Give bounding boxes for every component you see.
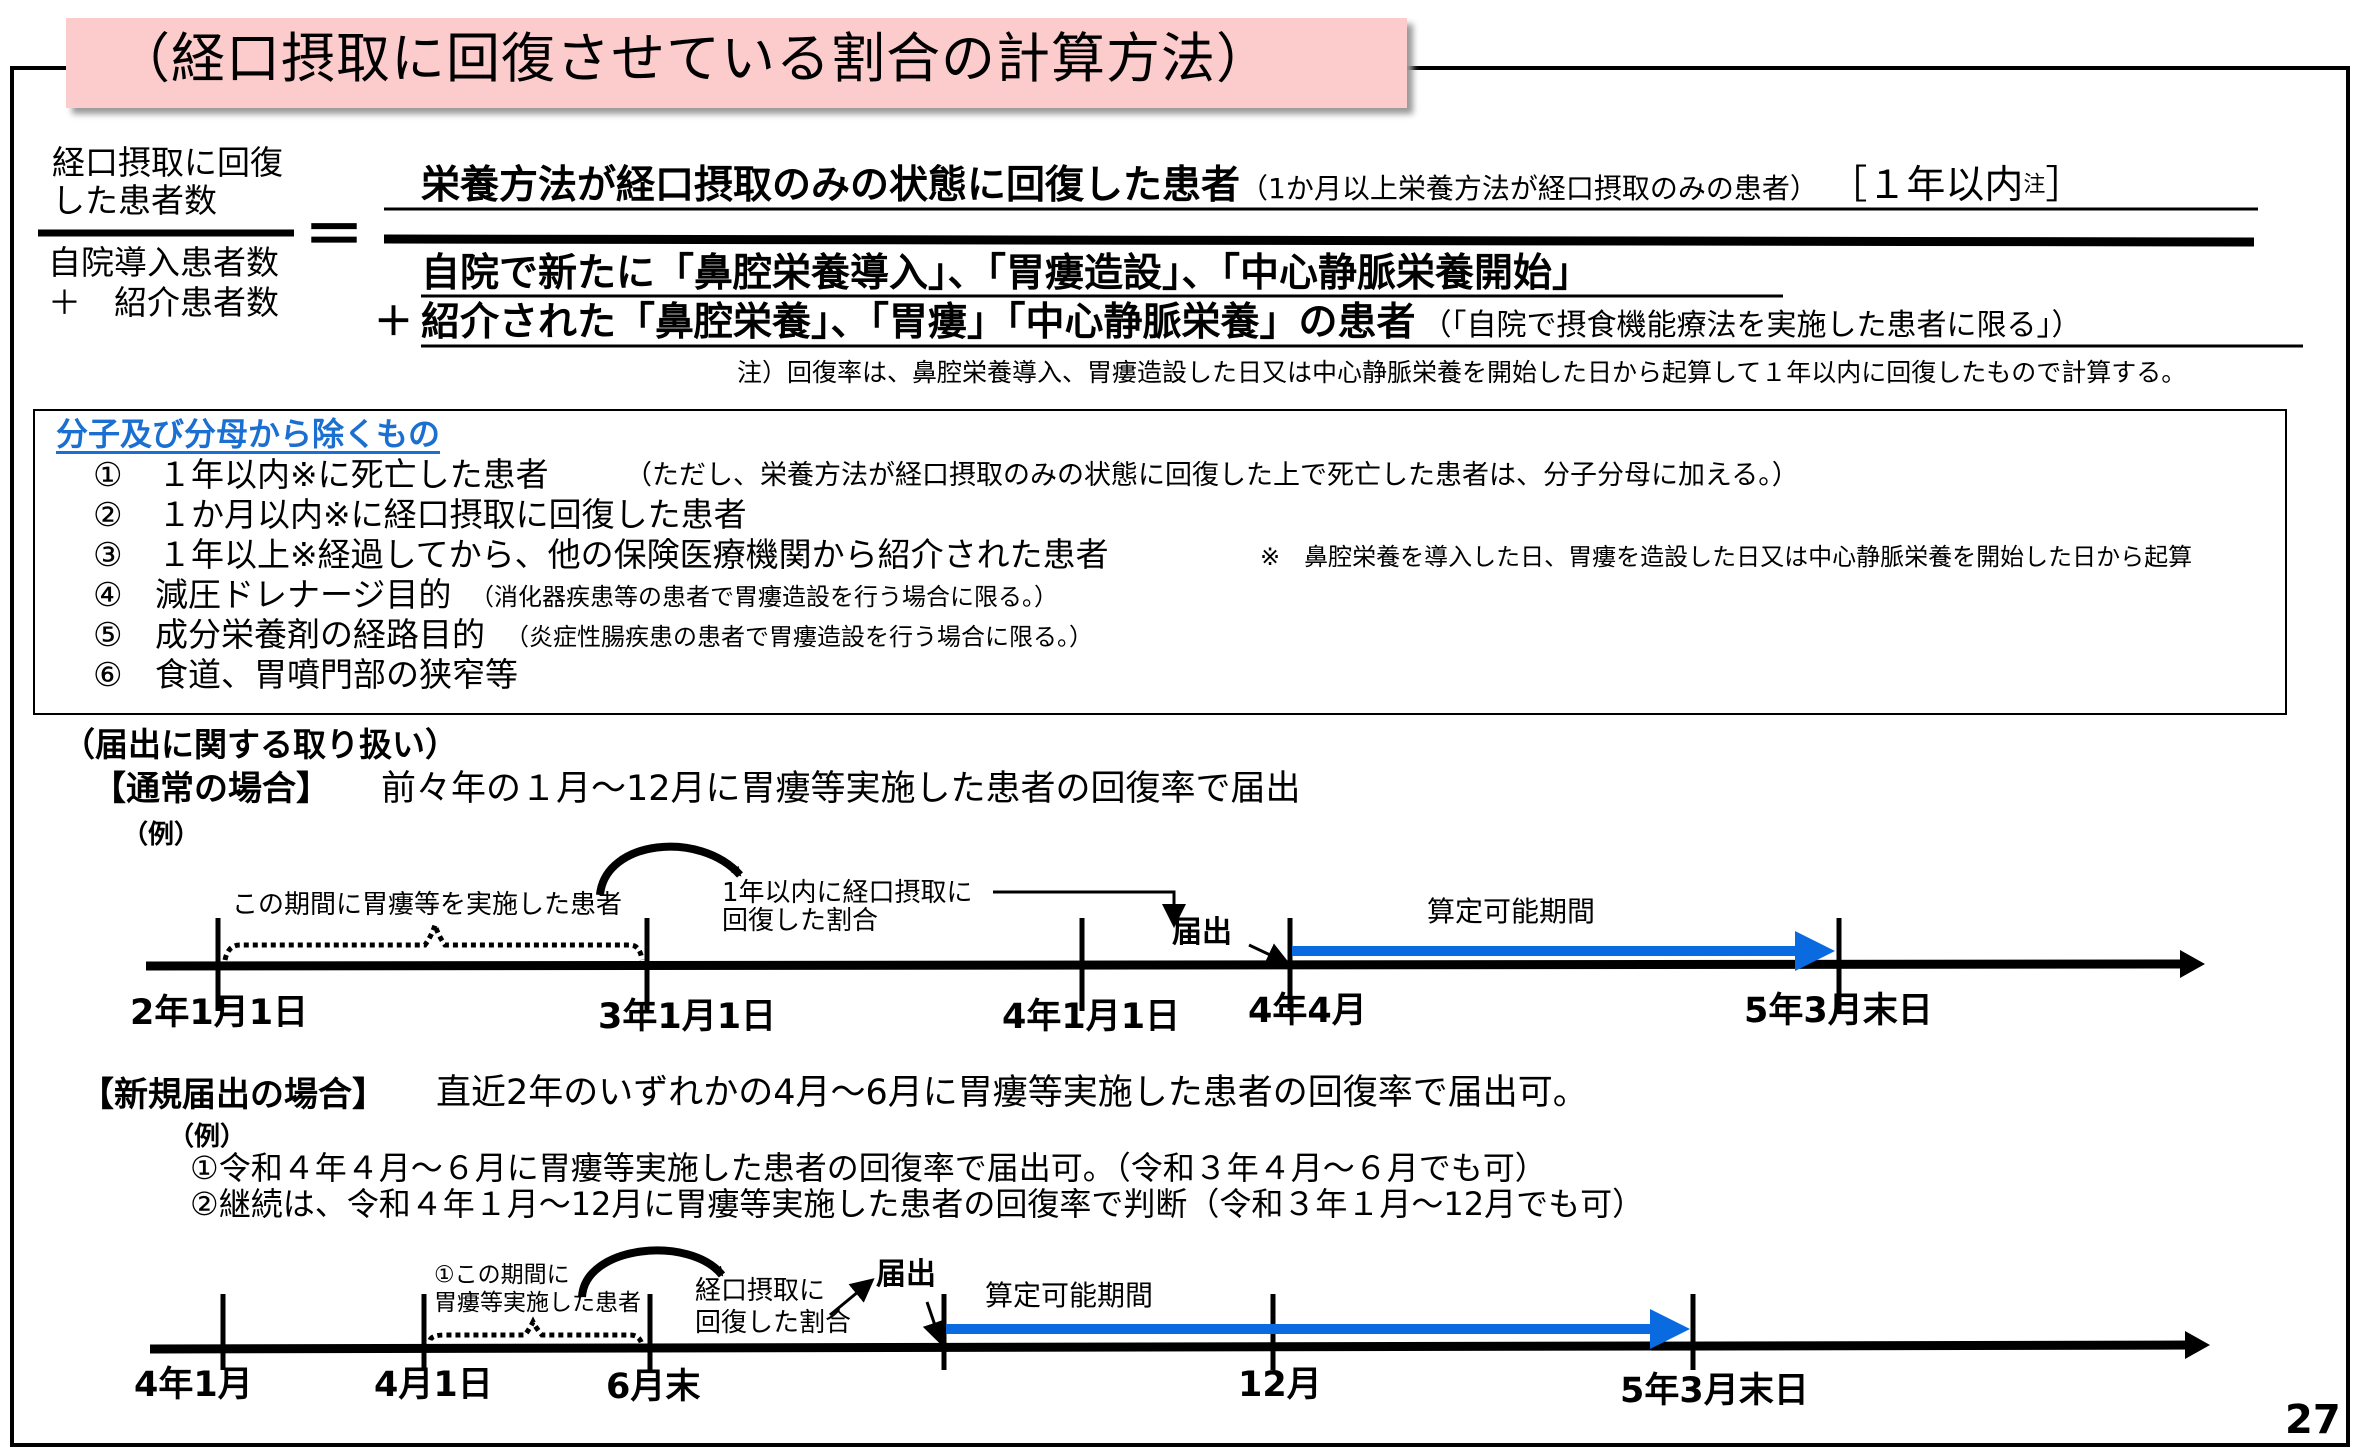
exclusion-text: 減圧ドレナージ目的 bbox=[155, 575, 452, 614]
exclusion-text: １年以内※に死亡した患者 bbox=[158, 455, 549, 494]
denominator-note: （「自院で摂食機能療法を実施した患者に限る」） bbox=[1421, 308, 2082, 343]
exclusion-num: ④ bbox=[93, 575, 123, 614]
equals-sign: ＝ bbox=[304, 201, 364, 271]
exclusion-text: １年以上※経過してから、他の保険医療機関から紹介された患者 bbox=[158, 535, 1109, 574]
timeline-1-tick-label: 4年4月 bbox=[1248, 991, 1367, 1031]
numerator-bracket-sup: 注 bbox=[2023, 172, 2046, 198]
page-number: 27 bbox=[2285, 1397, 2341, 1443]
timeline-2-tick-label: 5年3月末日 bbox=[1620, 1371, 1809, 1411]
timeline-2-recovery-label-2: 回復した割合 bbox=[695, 1308, 852, 1338]
formula-footnote: 注）回復率は、鼻腔栄養導入、胃瘻造設した日又は中心静脈栄養を開始した日から起算し… bbox=[737, 358, 2187, 387]
timeline-1-arrowhead bbox=[2180, 950, 2205, 978]
outer-frame bbox=[10, 66, 2350, 1447]
numerator-note: （1か月以上栄養方法が経口摂取のみの患者） bbox=[1240, 172, 1818, 205]
exclusion-text: １か月以内※に経口摂取に回復した患者 bbox=[158, 495, 747, 534]
timeline-2-curve-arrow bbox=[578, 1246, 726, 1298]
exclusion-text: 成分栄養剤の経路目的 bbox=[155, 615, 485, 654]
exclusion-num: ① bbox=[93, 455, 123, 494]
normal-case-label: 【通常の場合】 bbox=[92, 769, 330, 809]
denominator-line2: 紹介された「鼻腔栄養」、「胃瘻」「中心静脈栄養」の患者 bbox=[421, 300, 1416, 345]
exclusions-box bbox=[33, 409, 2287, 715]
exclusion-num: ⑤ bbox=[93, 615, 123, 654]
timeline-1-calc-label: 算定可能期間 bbox=[1427, 895, 1596, 928]
exclusion-num: ② bbox=[93, 495, 123, 534]
timeline-1-tick-label: 3年1月1日 bbox=[598, 997, 777, 1037]
normal-case-text: 前々年の１月～12月に胃瘻等実施した患者の回復率で届出 bbox=[381, 769, 1301, 809]
timeline-1-curve-arrow bbox=[596, 842, 743, 896]
timeline-2-tick-label: 4年1月 bbox=[134, 1365, 253, 1405]
timeline-2-axis bbox=[149, 1340, 2196, 1354]
exclusion-note: ※ 鼻腔栄養を導入した日、胃瘻を造設した日又は中心静脈栄養を開始した日から起算 bbox=[1260, 543, 2193, 571]
new-example-line-1: ①令和４年４月～６月に胃瘻等実施した患者の回復率で届出可。（令和３年４月～６月で… bbox=[190, 1149, 1547, 1187]
main-fraction-bar bbox=[383, 234, 2255, 247]
numerator-bracket-end: ］ bbox=[2045, 163, 2085, 208]
timeline-1-axis bbox=[145, 959, 2191, 971]
timeline-1-recovery-label-2: 回復した割合 bbox=[722, 906, 879, 936]
denominator-line1: 自院で新たに「鼻腔栄養導入」、「胃瘻造設」、「中心静脈栄養開始」 bbox=[421, 251, 1592, 296]
page-title: （経口摂取に回復させている割合の計算方法） bbox=[116, 27, 1271, 90]
left-numerator-line1: 経口摂取に回復 bbox=[52, 143, 283, 182]
numerator-main: 栄養方法が経口摂取のみの状態に回復した患者 bbox=[421, 163, 1241, 208]
new-case-text: 直近2年のいずれかの4月～6月に胃瘻等実施した患者の回復率で届出可。 bbox=[436, 1073, 1588, 1113]
filing-heading: （届出に関する取り扱い） bbox=[62, 725, 458, 764]
left-denominator-line1: 自院導入患者数 bbox=[48, 243, 279, 282]
timeline-1-period-label: この期間に胃瘻等を実施した患者 bbox=[232, 890, 623, 920]
left-denominator-line2: ＋ 紹介患者数 bbox=[48, 283, 279, 322]
numerator: 栄養方法が経口摂取のみの状態に回復した患者（1か月以上栄養方法が経口摂取のみの患… bbox=[421, 166, 2084, 205]
timeline-1-tick-label: 4年1月1日 bbox=[1002, 997, 1181, 1037]
timeline-2-recovery-label-1: 経口摂取に bbox=[695, 1276, 826, 1306]
normal-example-label: （例） bbox=[122, 820, 201, 850]
timeline-1-recovery-label-1: 1年以内に経口摂取に bbox=[722, 878, 973, 908]
timeline-1-tick-label: 5年3月末日 bbox=[1744, 991, 1933, 1031]
denominator-line2-wrap: 紹介された「鼻腔栄養」、「胃瘻」「中心静脈栄養」の患者（「自院で摂食機能療法を実… bbox=[421, 303, 2082, 342]
exclusion-note: （消化器疾患等の患者で胃瘻造設を行う場合に限る。） bbox=[470, 583, 1058, 611]
numerator-bracket: ［１年以内 bbox=[1847, 163, 2024, 208]
exclusion-text: 食道、胃噴門部の狭窄等 bbox=[155, 655, 518, 694]
timeline-2-tick-label: 4月1日 bbox=[374, 1365, 493, 1405]
new-example-label: （例） bbox=[168, 1122, 247, 1152]
exclusion-num: ③ bbox=[93, 535, 123, 574]
timeline-2-period-bracket bbox=[427, 1316, 645, 1346]
new-case-label: 【新規届出の場合】 bbox=[80, 1075, 386, 1115]
timeline-2-calc-label: 算定可能期間 bbox=[985, 1279, 1154, 1312]
timeline-1-filing-connector bbox=[993, 890, 1186, 928]
timeline-2-arrowhead bbox=[2185, 1331, 2210, 1359]
timeline-2-period-label-2: 胃瘻等実施した患者 bbox=[434, 1290, 641, 1316]
denominator-plus: ＋ bbox=[374, 300, 414, 345]
timeline-2-period-label-1: ①この期間に bbox=[434, 1262, 570, 1288]
timeline-1-filing-label: 届出 bbox=[1172, 915, 1232, 950]
left-numerator-line2: した患者数 bbox=[52, 181, 217, 220]
exclusion-note: （ただし、栄養方法が経口摂取のみの状態に回復した上で死亡した患者は、分子分母に加… bbox=[625, 460, 1799, 491]
exclusion-note: （炎症性腸疾患の患者で胃瘻造設を行う場合に限る。） bbox=[505, 623, 1093, 651]
timeline-1-filing-pointer bbox=[1248, 943, 1291, 966]
timeline-2-tick-label: 6月末 bbox=[606, 1367, 701, 1407]
exclusions-heading: 分子及び分母から除くもの bbox=[56, 415, 441, 453]
title-banner: （経口摂取に回復させている割合の計算方法） bbox=[66, 18, 1407, 108]
new-example-line-2: ②継続は、令和４年１月～12月に胃瘻等実施した患者の回復率で判断（令和３年１月～… bbox=[190, 1185, 1645, 1223]
timeline-1-tick-label: 2年1月1日 bbox=[130, 993, 309, 1033]
timeline-2-filing-pointer-up bbox=[829, 1278, 875, 1317]
timeline-1-period-bracket bbox=[222, 916, 645, 961]
timeline-2-tick-label: 12月 bbox=[1238, 1365, 1322, 1405]
exclusion-num: ⑥ bbox=[93, 655, 123, 694]
timeline-2-filing-label: 届出 bbox=[876, 1257, 936, 1292]
timeline-2-filing-pointer-down bbox=[922, 1301, 946, 1346]
